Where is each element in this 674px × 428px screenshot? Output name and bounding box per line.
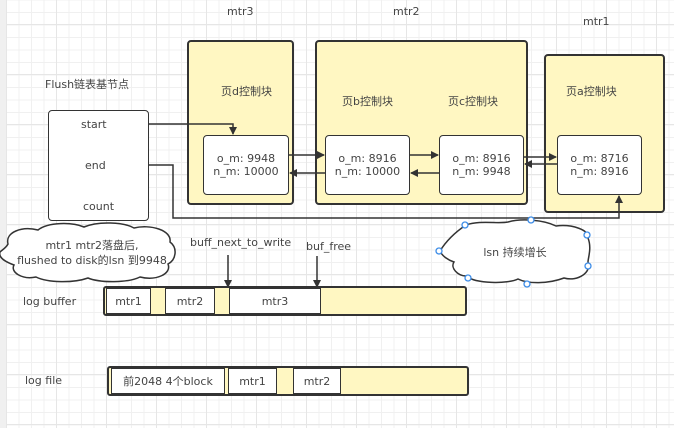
- page-d-n-m: n_m: 10000: [213, 165, 279, 178]
- flushed-callout-line: mtr1 mtr2落盘后,: [45, 239, 139, 252]
- buf-free-label: buf_free: [306, 240, 352, 253]
- flush-list-base-node[interactable]: start end count: [48, 110, 149, 221]
- flushed-callout-text: mtr1 mtr2落盘后, flushed to disk的lsn 到9948: [14, 238, 170, 268]
- flush-field-count: count: [83, 200, 115, 213]
- flush-field-end: end: [85, 159, 106, 172]
- mtr1-label: mtr1: [583, 15, 610, 28]
- log-file-segment[interactable]: 前2048 4个block: [111, 368, 225, 394]
- page-b-node[interactable]: o_m: 8916 n_m: 10000: [325, 135, 410, 195]
- log-buffer-segment[interactable]: mtr2: [165, 288, 215, 314]
- page-b-o-m: o_m: 8916: [338, 152, 397, 165]
- log-buffer-label: log buffer: [23, 295, 77, 308]
- log-buffer-segment[interactable]: mtr1: [106, 288, 151, 314]
- page-c-node[interactable]: o_m: 8916 n_m: 9948: [439, 135, 524, 195]
- mtr3-label: mtr3: [227, 5, 254, 18]
- page-b-title: 页b控制块: [342, 95, 393, 108]
- log-file-label: log file: [25, 374, 63, 387]
- page-b-n-m: n_m: 10000: [334, 165, 401, 178]
- page-a-o-m: o_m: 8716: [570, 152, 629, 165]
- page-d-title: 页d控制块: [221, 85, 272, 98]
- buf-next-to-write-label: buff_next_to_write: [190, 236, 292, 249]
- page-a-n-m: n_m: 8916: [570, 165, 629, 178]
- flush-list-title: Flush链表基节点: [45, 78, 130, 91]
- log-file-segment[interactable]: mtr1: [228, 368, 277, 394]
- page-a-title: 页a控制块: [566, 85, 617, 98]
- log-file-segment[interactable]: mtr2: [293, 368, 341, 394]
- flushed-callout-line: flushed to disk的lsn 到9948: [17, 254, 167, 267]
- canvas-left-gutter: [0, 0, 6, 428]
- page-c-title: 页c控制块: [448, 95, 499, 108]
- flush-field-start: start: [81, 118, 107, 131]
- log-buffer-segment[interactable]: mtr3: [229, 288, 321, 314]
- page-d-node[interactable]: o_m: 9948 n_m: 10000: [203, 135, 289, 195]
- page-d-o-m: o_m: 9948: [216, 152, 276, 165]
- lsn-growth-text: lsn 持续增长: [483, 246, 547, 259]
- mtr2-label: mtr2: [393, 5, 420, 18]
- page-a-node[interactable]: o_m: 8716 n_m: 8916: [557, 135, 642, 195]
- page-c-n-m: n_m: 9948: [452, 165, 511, 178]
- page-c-o-m: o_m: 8916: [452, 152, 511, 165]
